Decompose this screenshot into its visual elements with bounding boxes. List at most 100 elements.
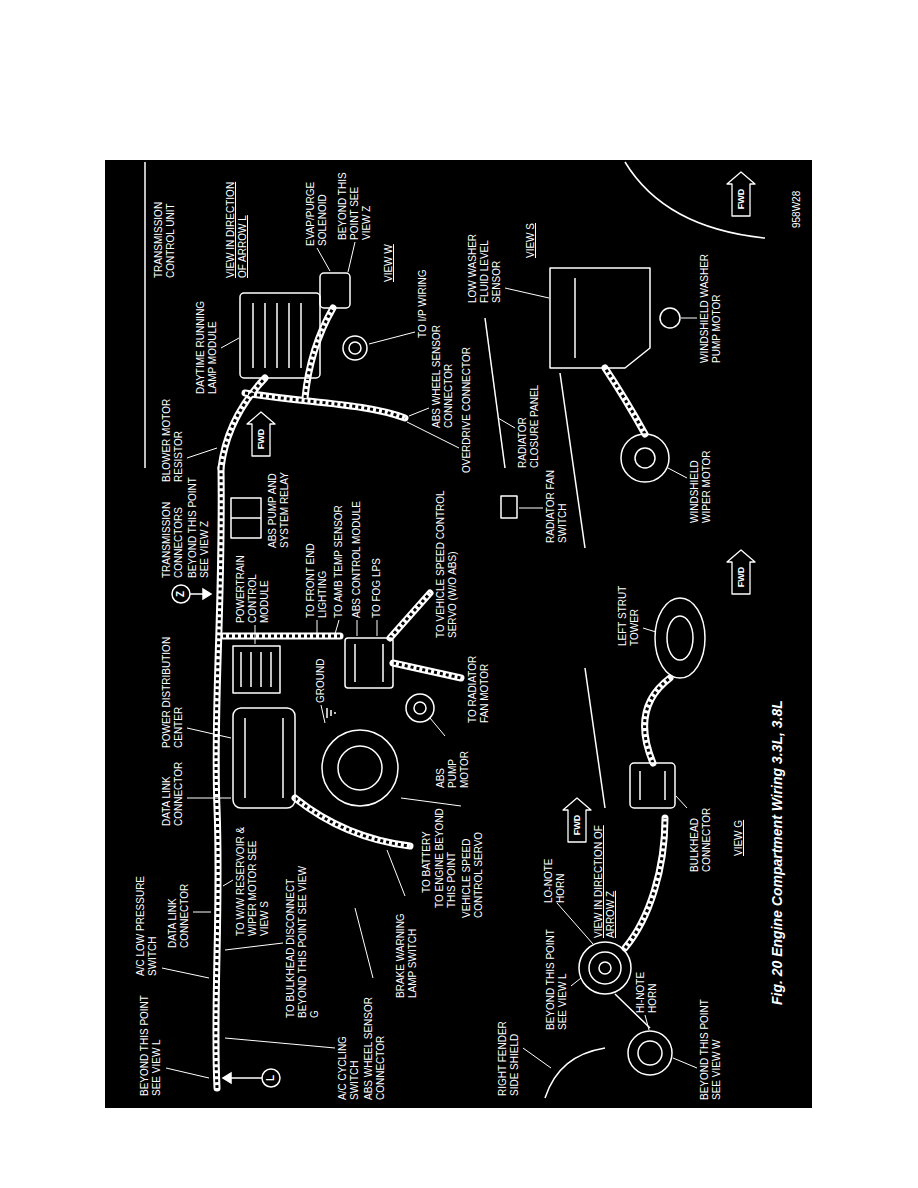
part-label: ABS PUMP AND SYSTEM RELAY <box>267 458 291 548</box>
component-outline <box>550 268 650 368</box>
view-title: VIEW W <box>383 237 395 282</box>
direction-arrow <box>247 412 275 456</box>
part-label: TO W/W RESERVOIR & WIPER MOTOR SEE VIEW … <box>235 824 271 936</box>
component-outline <box>589 952 621 984</box>
part-label: TO RADIATOR FAN MOTOR <box>467 643 491 723</box>
component-outline <box>253 303 301 368</box>
component-outline <box>327 708 335 718</box>
part-label: BEYOND THIS POINT SEE VIEW W <box>699 982 723 1100</box>
leader-line <box>193 912 211 913</box>
part-label: BEYOND THIS POINT SEE VIEW Z <box>187 460 211 578</box>
component-outline <box>501 496 517 518</box>
leader-line <box>166 1068 209 1078</box>
leader-line <box>557 903 593 944</box>
leader-line <box>223 880 233 886</box>
harness <box>390 593 430 638</box>
harness-braid <box>216 308 670 1088</box>
part-label: TRANSMISSION CONTROL UNIT <box>153 178 177 278</box>
harness <box>625 818 665 948</box>
leader-line <box>676 796 687 808</box>
component-outline <box>667 616 693 660</box>
component-outline <box>585 668 605 808</box>
part-label: RADIATOR CLOSURE PANEL <box>517 378 541 468</box>
leader-line <box>645 1015 649 1030</box>
component-outline <box>485 318 505 468</box>
direction-arrow <box>727 172 755 216</box>
harness <box>393 663 461 678</box>
leader-line <box>221 338 239 348</box>
direction-arrow-label: FWD <box>255 424 267 454</box>
leader-line <box>401 798 461 806</box>
callout-letter: L <box>265 1069 277 1087</box>
component-outline <box>231 517 261 519</box>
harness <box>645 678 670 763</box>
leader-line <box>673 1058 697 1068</box>
part-label: BEYOND THIS POINT SEE VIEW Z <box>337 164 373 240</box>
component-outline <box>621 434 669 482</box>
part-label: A/C CYCLING SWITCH <box>337 1010 361 1100</box>
leader-line <box>681 318 697 319</box>
component-outline <box>655 598 705 678</box>
component-outline <box>599 962 611 974</box>
component-outline <box>635 448 655 468</box>
leader-line <box>187 798 231 799</box>
view-title: VIEW IN DIRECTION OF ARROW Z <box>593 822 617 938</box>
component-outline <box>240 293 320 378</box>
part-label: BEYOND THIS POINT SEE VIEW L <box>139 978 163 1096</box>
part-label: GROUND <box>315 648 327 703</box>
component-outline <box>345 638 393 688</box>
leader-line <box>225 1038 335 1048</box>
part-label: HI-NOTE HORN <box>635 953 659 1013</box>
figure-code: 958W28 <box>791 168 803 228</box>
part-label: RIGHT FENDER SIDE SHIELD <box>497 1001 521 1096</box>
component-outline <box>355 644 383 682</box>
part-label: ABS CONTROL MODULE <box>351 488 363 618</box>
leader-line <box>348 242 355 272</box>
component-outline <box>628 1031 672 1075</box>
part-label: TO AMB TEMP SENSOR <box>333 493 345 618</box>
leader-line <box>571 978 581 986</box>
leader-line <box>321 705 325 723</box>
harness-braid <box>245 393 405 418</box>
leader-line <box>430 718 445 736</box>
harness <box>216 468 221 1088</box>
leader-line <box>505 288 549 298</box>
view-callout <box>172 585 190 603</box>
direction-arrow <box>563 798 591 842</box>
part-label: BEYOND THIS POINT SEE VIEW L <box>545 912 569 1030</box>
component-outline <box>625 162 765 238</box>
part-label: VEHICLE SPEED CONTROL SERVO <box>461 808 485 918</box>
harness-braid <box>305 308 333 398</box>
harness <box>216 308 670 1088</box>
part-label: TO I/P WIRING <box>417 253 429 338</box>
component-outline <box>574 278 576 358</box>
component-outline <box>231 498 261 538</box>
harness-braid <box>645 678 670 763</box>
harness-braid <box>393 663 461 678</box>
part-label: TO ENGINE BEYOND THIS POINT <box>434 796 458 908</box>
part-label: OVERDRIVE CONNECTOR <box>461 338 473 473</box>
part-label: EVAP/PURGE SOLENOID <box>305 166 329 246</box>
view-title: VIEW IN DIRECTION OF ARROW L <box>225 166 249 278</box>
part-label: BLOWER MOTOR RESISTOR <box>161 394 185 482</box>
part-label: POWER DISTRIBUTION CENTER <box>161 623 185 748</box>
component-outline <box>406 694 434 722</box>
part-label: BULKHEAD CONNECTOR <box>689 792 713 872</box>
view-callout <box>223 1073 231 1083</box>
leader-line <box>187 728 231 738</box>
harness <box>305 308 333 398</box>
part-label: RADIATOR FAN SWITCH <box>545 468 569 543</box>
harness <box>245 393 405 418</box>
part-label: WINDSHIELD WIPER MOTOR <box>689 443 713 523</box>
direction-arrow <box>727 550 755 594</box>
harness-braid <box>223 635 340 638</box>
part-label: A/C LOW PRESSURE SWITCH <box>135 858 159 976</box>
component-outline <box>640 771 665 800</box>
leader-line <box>498 418 515 428</box>
component-outline <box>241 652 271 687</box>
part-label: TO FOG LPS <box>371 548 383 618</box>
leader-line <box>225 943 283 950</box>
leader-line <box>317 620 318 634</box>
part-label: POWERTRAIN CONTROL MODULE <box>235 548 271 623</box>
part-label: ABS WHEEL SENSOR CONNECTOR <box>431 308 455 428</box>
